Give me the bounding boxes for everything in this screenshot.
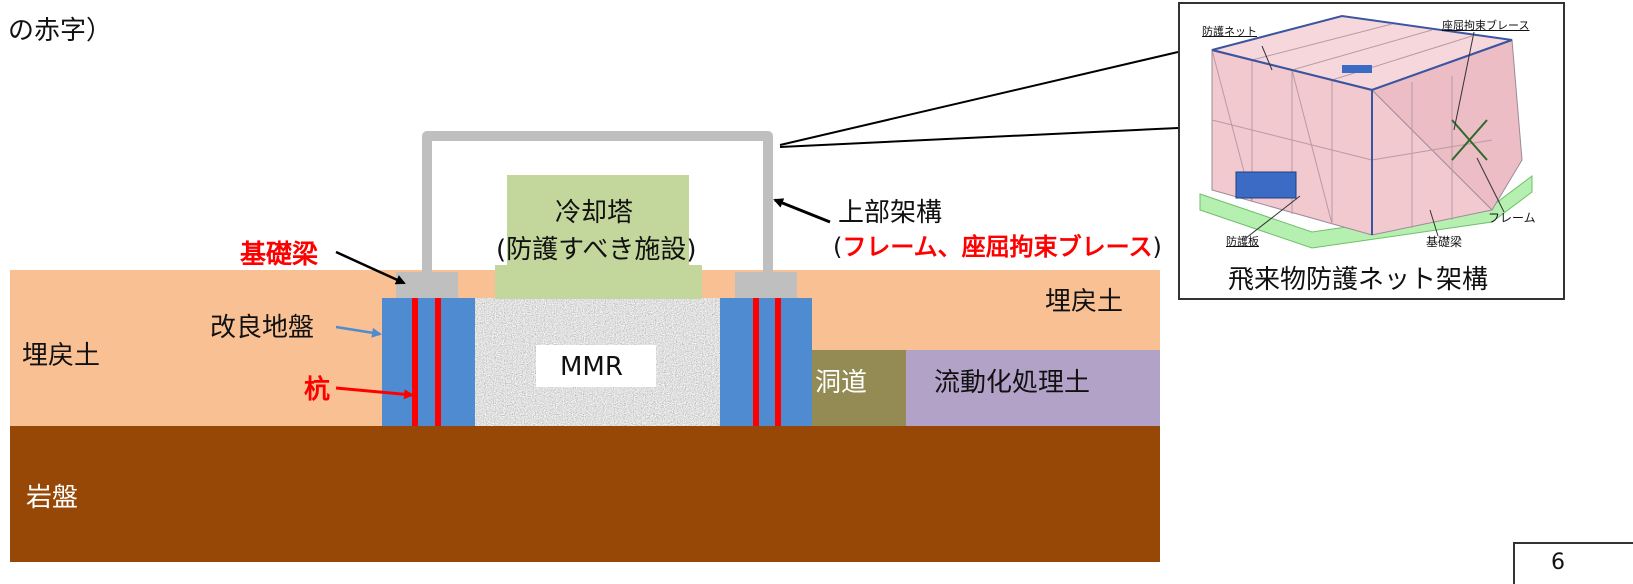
roof-plate [1342,65,1372,73]
cooling-tower-lower [495,265,702,299]
culvert-block [812,350,906,426]
pile-left-2 [435,298,441,426]
cooling-tower-upper [507,175,689,265]
inset-label-plate: 防護板 [1226,235,1259,248]
backfill-left-label: 埋戻土 [22,341,101,371]
pile-arrow [335,386,414,400]
backfill-right-label: 埋戻土 [1045,287,1124,317]
inset-label-frame: フレーム [1488,211,1536,225]
improved-ground-right [720,298,812,426]
callout-line-top [779,51,1179,146]
page-number-box: 6 [1513,542,1633,584]
upper-frame-detail: フレーム、座屈拘束ブレース [842,233,1153,261]
pile-right-1 [753,298,759,426]
inset-label-net: 防護ネット [1202,25,1257,38]
upper-frame-arrow [773,198,831,224]
mmr-label-box [536,345,656,387]
pile-label: 杭 [304,375,331,405]
inset-caption: 飛来物防護ネット架構 [1228,265,1489,295]
improved-ground-label: 改良地盤 [210,313,315,343]
cooling-tower-label: 冷却塔 [555,198,634,228]
bedrock-layer [10,426,1160,562]
foundation-beam-right [735,272,797,298]
inset-label-beam: 基礎梁 [1426,235,1463,249]
mmr-label: MMR [560,352,623,382]
pile-right-2 [775,298,781,426]
culvert-label: 洞道 [815,368,868,398]
fluidized-soil-block [906,350,1160,426]
improved-ground-left [382,298,475,426]
upper-frame-label: 上部架構 [838,198,943,228]
paren-open: ( [833,233,843,261]
improved-ground-arrow [335,325,382,338]
protection-plate [1235,171,1297,199]
fluidized-soil-label: 流動化処理土 [934,368,1091,398]
header-fragment: の赤字） [8,16,113,46]
foundation-beam-arrow [335,250,406,285]
bedrock-label: 岩盤 [26,483,79,513]
foundation-beam-left [396,272,458,298]
callout-line-bottom [779,127,1179,148]
upper-frame [422,131,773,276]
net-frame-illustration [1199,14,1533,249]
pile-left-1 [412,298,418,426]
inset-panel: 防護ネット 座屈拘束ブレース フレーム 防護板 基礎梁 飛来物防護ネット架構 [1178,2,1565,300]
inset-label-brace: 座屈拘束ブレース [1442,19,1530,32]
page-number: 6 [1551,550,1565,575]
cooling-tower-sublabel: (防護すべき施設) [496,235,697,265]
foundation-beam-label: 基礎梁 [240,240,319,270]
paren-close: ) [1152,233,1162,261]
upper-frame-detail-line: (フレーム、座屈拘束ブレース) [833,235,1162,259]
